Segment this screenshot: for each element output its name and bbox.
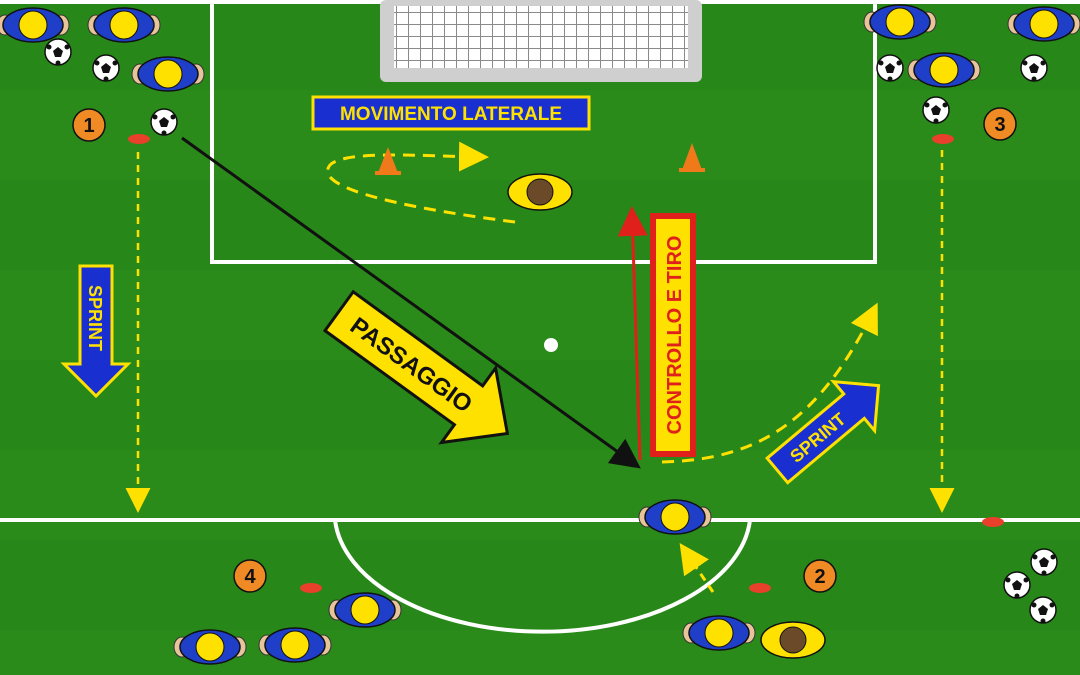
svg-text:2: 2 bbox=[814, 566, 825, 588]
svg-text:4: 4 bbox=[244, 566, 256, 588]
ball-icon bbox=[150, 108, 178, 136]
label-movimento-laterale: MOVIMENTO LATERALE bbox=[311, 95, 591, 131]
label-sprint-left-text: SPRINT bbox=[85, 285, 105, 351]
goal bbox=[380, 0, 702, 82]
player-icon bbox=[863, 4, 937, 40]
marker-disc-icon bbox=[128, 134, 150, 144]
ball-icon bbox=[44, 38, 72, 66]
label-controllo-text: CONTROLLO E TIRO bbox=[664, 236, 686, 435]
svg-text:3: 3 bbox=[994, 114, 1005, 136]
marker-disc-icon bbox=[982, 517, 1004, 527]
ball-icon bbox=[1029, 596, 1057, 624]
lateral-move-path bbox=[326, 141, 516, 224]
player-icon bbox=[907, 52, 981, 88]
player-icon bbox=[682, 615, 756, 651]
cone-icon bbox=[375, 147, 401, 175]
ball-icon bbox=[876, 54, 904, 82]
short-run-arrow bbox=[679, 543, 715, 593]
label-controllo-tiro: CONTROLLO E TIRO bbox=[650, 213, 696, 457]
shot-arrow bbox=[617, 206, 648, 461]
marker-disc-icon bbox=[749, 583, 771, 593]
pass-line bbox=[181, 136, 641, 469]
ball-icon bbox=[922, 96, 950, 124]
station-badge-1: 1 bbox=[72, 108, 106, 142]
player-icon bbox=[328, 592, 402, 628]
marker-disc-icon bbox=[300, 583, 322, 593]
player-icon bbox=[638, 499, 712, 535]
ball-icon bbox=[1030, 548, 1058, 576]
run-path-right bbox=[661, 302, 878, 464]
ball-icon bbox=[1003, 571, 1031, 599]
player-icon bbox=[258, 627, 332, 663]
station-badge-4: 4 bbox=[233, 559, 267, 593]
center-arc bbox=[333, 519, 752, 634]
penalty-area bbox=[210, 0, 877, 264]
player-icon bbox=[131, 56, 205, 92]
penalty-spot bbox=[544, 338, 558, 352]
player-icon bbox=[87, 7, 161, 43]
marker-disc-icon bbox=[932, 134, 954, 144]
cone-icon bbox=[679, 143, 705, 172]
sprint-arrow-left: SPRINT bbox=[60, 264, 132, 399]
goalkeeper-icon bbox=[507, 173, 573, 211]
player-icon bbox=[173, 629, 247, 665]
goalkeeper-icon bbox=[760, 621, 826, 659]
station-badge-2: 2 bbox=[803, 559, 837, 593]
player-icon bbox=[1007, 6, 1080, 42]
ball-icon bbox=[1020, 54, 1048, 82]
player-icon bbox=[0, 7, 70, 43]
label-movimento-text: MOVIMENTO LATERALE bbox=[340, 104, 562, 125]
station-badge-3: 3 bbox=[983, 107, 1017, 141]
svg-text:1: 1 bbox=[83, 115, 94, 137]
ball-icon bbox=[92, 54, 120, 82]
